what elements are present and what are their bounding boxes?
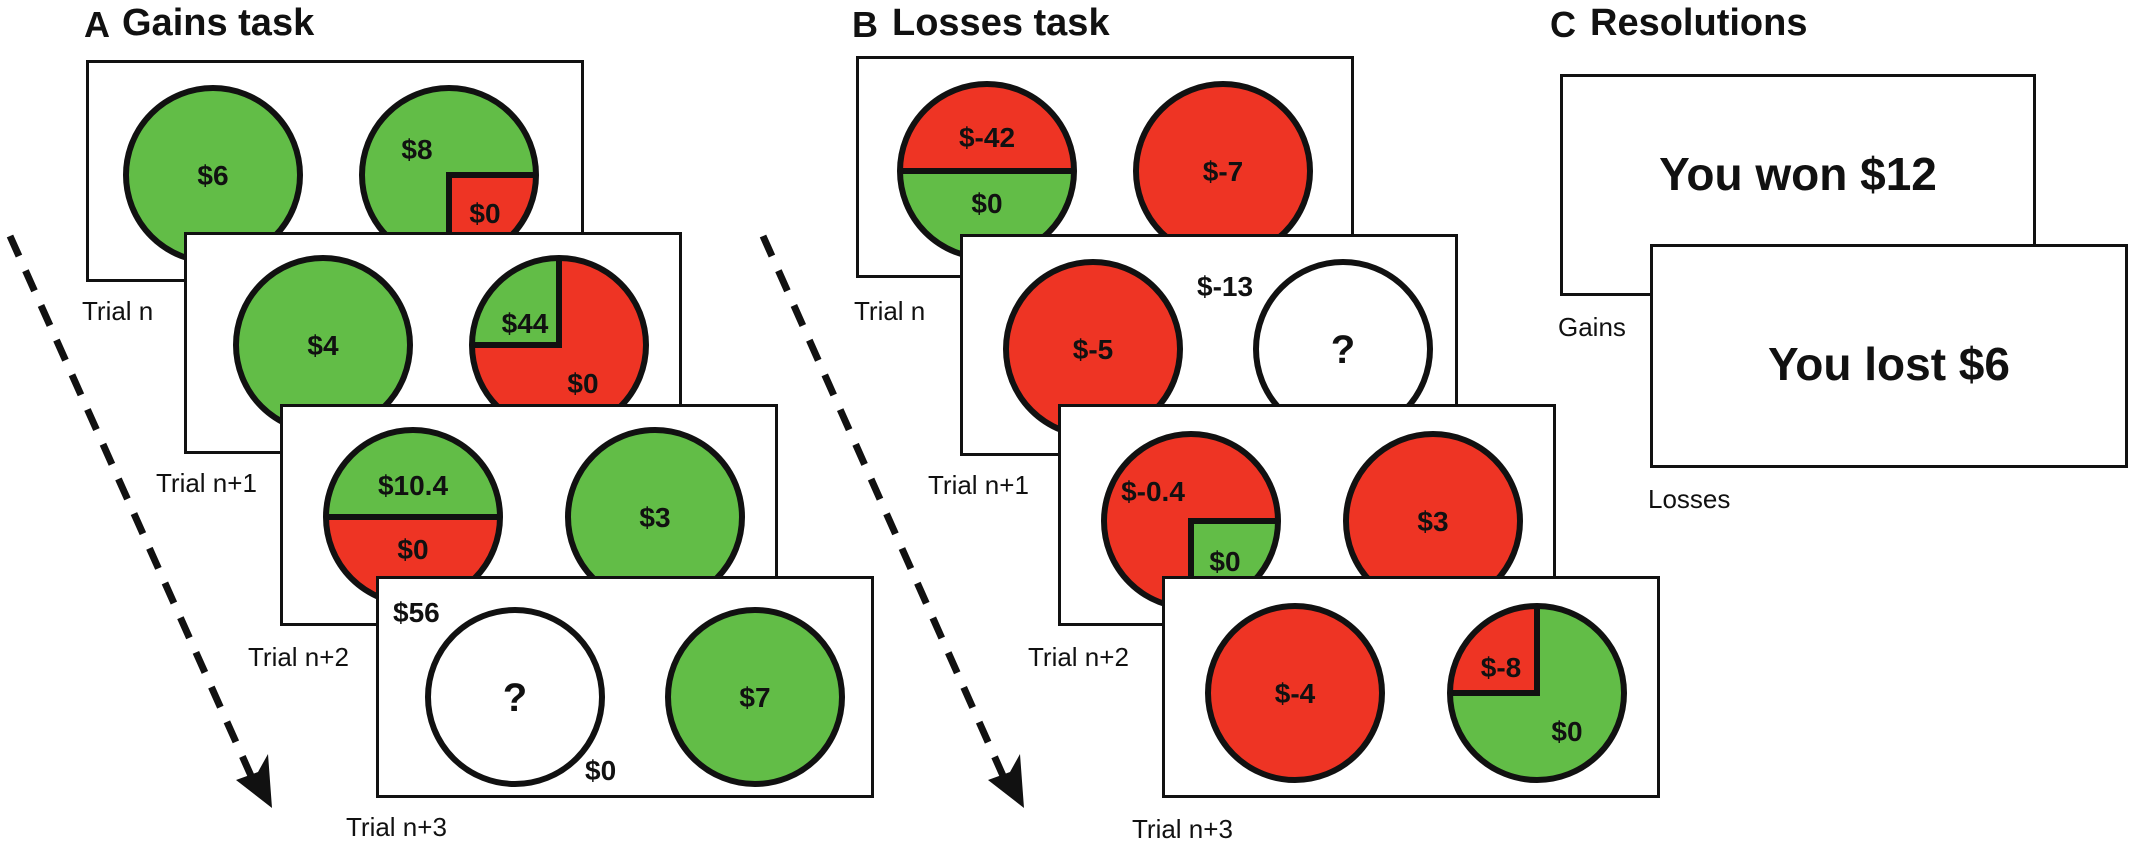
svg-text:$0: $0: [397, 534, 428, 565]
question-mark-icon: ?: [1331, 328, 1355, 372]
gains-trial-n-right-gamble: $8 $0: [359, 85, 539, 265]
losses-timeline-arrow: [759, 234, 1024, 808]
resolution-gains-caption: Gains: [1558, 312, 1626, 342]
gains-trial-n3-hidden-win-label: $56: [393, 597, 440, 628]
losses-trial-n3-left-gamble: $-4: [1205, 603, 1385, 783]
gains-trial-n3-left-gamble: ?: [425, 607, 605, 787]
losses-trial-n-left-gamble: $-42 $0: [897, 81, 1077, 261]
svg-text:$0: $0: [567, 368, 598, 399]
panel-letter-b: B: [852, 4, 878, 45]
question-mark-icon: ?: [503, 676, 527, 720]
gains-trial-n3-hidden-lose-label: $0: [585, 755, 617, 786]
svg-text:$4: $4: [307, 330, 339, 361]
losses-trial-n3-screen: $-4 $-8 $0: [1162, 576, 1660, 798]
svg-text:$10.4: $10.4: [378, 470, 448, 501]
gains-trial-n3-caption: Trial n+3: [346, 812, 447, 842]
svg-text:$-42: $-42: [959, 122, 1015, 153]
svg-text:$0: $0: [1209, 546, 1240, 577]
svg-text:$44: $44: [502, 308, 549, 339]
gains-trial-n-left-gamble: $6: [123, 85, 303, 265]
panel-title-gains: Gains task: [122, 2, 315, 44]
losses-trial-n3-right-gamble: $-8 $0: [1447, 603, 1627, 783]
panel-title-resolutions: Resolutions: [1590, 2, 1808, 44]
resolution-losses-text: You lost $6: [1768, 338, 2010, 390]
gains-timeline-arrow: [6, 234, 272, 808]
panel-letter-c: C: [1550, 4, 1576, 45]
losses-trial-n-caption: Trial n: [854, 296, 926, 326]
gains-trial-n1-right-gamble: $44 $0: [469, 255, 649, 435]
svg-text:$-5: $-5: [1073, 334, 1113, 365]
svg-text:$0: $0: [971, 188, 1002, 219]
svg-text:$0: $0: [469, 198, 500, 229]
gains-trial-n3-screen: $56 ? $0 $7: [376, 576, 874, 798]
svg-text:$7: $7: [739, 682, 770, 713]
svg-text:$-0.4: $-0.4: [1121, 476, 1185, 507]
gains-trial-n3-right-gamble: $7: [665, 607, 845, 787]
svg-text:$0: $0: [1551, 716, 1582, 747]
svg-text:$-4: $-4: [1275, 678, 1316, 709]
panel-title-losses: Losses task: [892, 2, 1110, 44]
gains-trial-n1-caption: Trial n+1: [156, 468, 257, 498]
svg-text:$-7: $-7: [1203, 156, 1243, 187]
losses-trial-n2-right-gamble: $3: [1343, 431, 1523, 611]
gains-trial-n2-caption: Trial n+2: [248, 642, 349, 672]
losses-trial-n3-caption: Trial n+3: [1132, 814, 1233, 844]
losses-trial-n1-caption: Trial n+1: [928, 470, 1029, 500]
resolution-gains-text: You won $12: [1659, 148, 1937, 200]
svg-text:$3: $3: [639, 502, 670, 533]
losses-trial-n2-caption: Trial n+2: [1028, 642, 1129, 672]
gains-trial-n2-left-gamble: $10.4 $0: [323, 427, 503, 607]
svg-text:$8: $8: [401, 134, 432, 165]
losses-trial-n1-hidden-win-label: $-13: [1197, 271, 1254, 302]
resolution-losses-screen: You lost $6: [1650, 244, 2128, 468]
gains-trial-n-caption: Trial n: [82, 296, 154, 326]
svg-text:$-8: $-8: [1481, 652, 1521, 683]
svg-text:$3: $3: [1417, 506, 1448, 537]
svg-text:$6: $6: [197, 160, 228, 191]
panel-letter-a: A: [84, 4, 110, 45]
resolution-losses-caption: Losses: [1648, 484, 1731, 514]
